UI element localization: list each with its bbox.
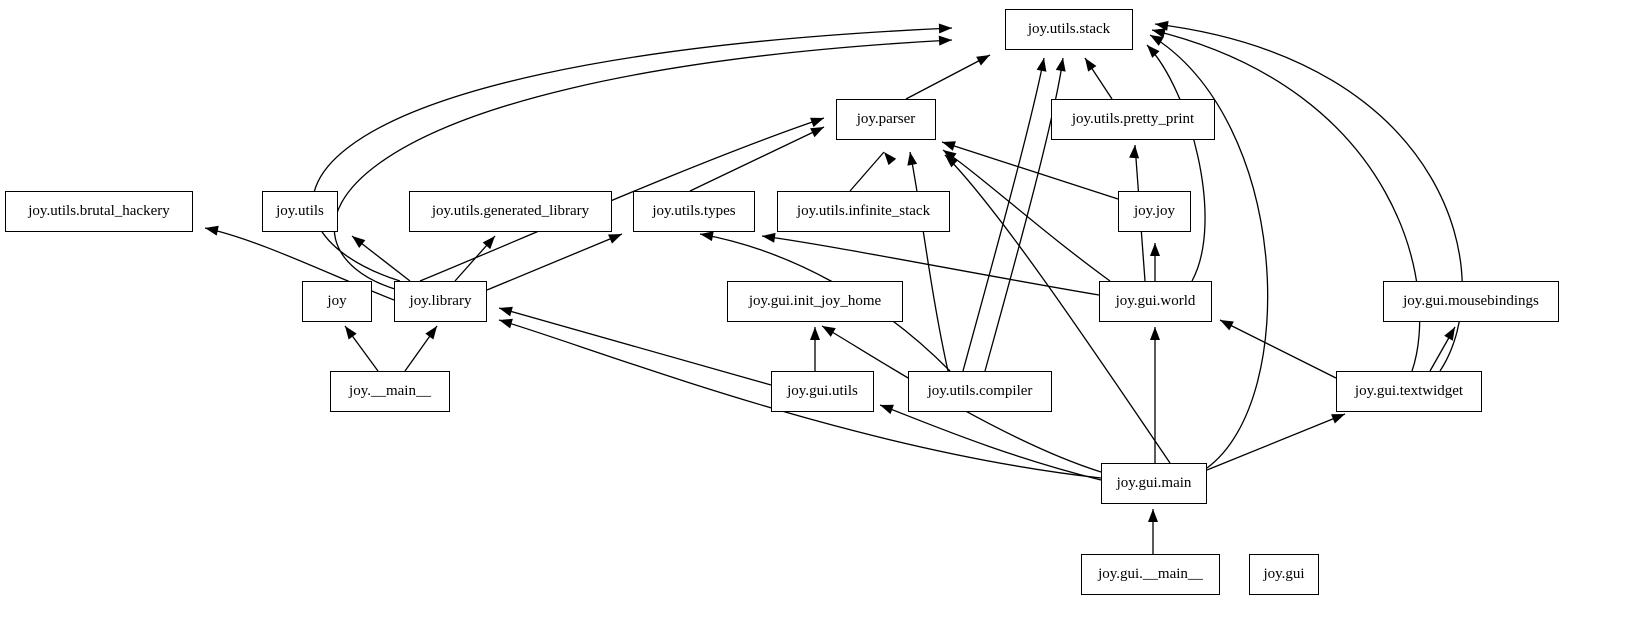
graph-node-joy-gui-mousebindings[interactable]: joy.gui.mousebindings — [1383, 281, 1559, 322]
graph-edge-arrowhead — [810, 327, 820, 340]
graph-node-joy-main[interactable]: joy.__main__ — [330, 371, 450, 412]
graph-node-joy-parser[interactable]: joy.parser — [836, 99, 936, 140]
graph-node-joy-gui-world[interactable]: joy.gui.world — [1099, 281, 1212, 322]
graph-edge-arrowhead — [1129, 145, 1140, 159]
graph-edge-arrowhead — [945, 155, 959, 168]
graph-node-label: joy.utils.brutal_hackery — [28, 203, 170, 219]
graph-edge-arrowhead — [822, 326, 836, 337]
graph-node-joy-gui-init-joy-home[interactable]: joy.gui.init_joy_home — [727, 281, 903, 322]
graph-edge-arrowhead — [1147, 45, 1160, 58]
graph-edge — [909, 151, 949, 372]
graph-edge-arrowhead — [482, 236, 495, 250]
graph-edge — [351, 235, 411, 282]
graph-edge-arrowhead — [1150, 243, 1160, 256]
graph-edge — [689, 126, 825, 192]
graph-node-label: joy.utils.types — [652, 203, 736, 219]
graph-node-label: joy.utils.infinite_stack — [796, 203, 931, 219]
graph-node-label: joy.gui.main — [1116, 475, 1192, 491]
graph-edge-arrowhead — [1148, 509, 1158, 522]
graph-node-label: joy.gui — [1263, 566, 1305, 582]
graph-node-joy-gui[interactable]: joy.gui — [1249, 554, 1319, 595]
graph-edge — [1146, 44, 1206, 282]
graph-node-joy-utils-generated-library[interactable]: joy.utils.generated_library — [409, 191, 612, 232]
graph-node-joy[interactable]: joy — [302, 281, 372, 322]
graph-node-joy-utils-pretty-print[interactable]: joy.utils.pretty_print — [1051, 99, 1215, 140]
graph-edge-arrowhead — [1220, 320, 1234, 331]
graph-edge-arrowhead — [1055, 58, 1066, 72]
graph-node-label: joy.gui.textwidget — [1354, 383, 1464, 399]
graph-edge-arrowhead — [499, 306, 513, 317]
graph-node-joy-utils-brutal-hackery[interactable]: joy.utils.brutal_hackery — [5, 191, 193, 232]
graph-node-joy-utils-types[interactable]: joy.utils.types — [633, 191, 755, 232]
graph-edge — [941, 141, 1119, 200]
graph-node-label: joy.gui.__main__ — [1098, 566, 1203, 582]
graph-node-label: joy.library — [409, 293, 472, 309]
graph-node-label: joy.gui.mousebindings — [1403, 293, 1539, 309]
graph-edge-arrowhead — [1155, 20, 1169, 31]
graph-node-label: joy.utils.compiler — [927, 383, 1033, 399]
graph-edge-arrowhead — [938, 23, 952, 34]
graph-node-joy-gui-main[interactable]: joy.gui.__main__ — [1081, 554, 1220, 595]
graph-node-label: joy.gui.init_joy_home — [748, 293, 882, 309]
graph-edge — [1084, 57, 1113, 100]
graph-edge — [486, 233, 623, 291]
graph-node-label: joy.utils.pretty_print — [1071, 111, 1195, 127]
graph-edge-arrowhead — [1085, 58, 1097, 72]
graph-edge-arrowhead — [352, 236, 366, 248]
graph-edge-arrowhead — [942, 141, 956, 151]
graph-edge — [1206, 413, 1346, 471]
graph-edge-arrowhead — [880, 404, 894, 415]
graph-node-label: joy.gui.world — [1115, 293, 1196, 309]
graph-edge — [454, 235, 496, 282]
graph-node-label: joy.utils — [276, 203, 324, 219]
graph-node-label: joy.__main__ — [349, 383, 431, 399]
graph-edge — [344, 325, 379, 372]
graph-node-label: joy.parser — [856, 111, 916, 127]
graph-edge-arrowhead — [884, 152, 897, 166]
graph-edge — [962, 57, 1045, 372]
graph-node-label: joy — [327, 293, 347, 309]
graph-edge-arrowhead — [1152, 28, 1166, 38]
graph-edge — [333, 39, 953, 291]
graph-edge — [312, 27, 953, 282]
graph-edge-arrowhead — [205, 225, 219, 236]
graph-edge — [942, 149, 1111, 282]
graph-edge-arrowhead — [1150, 327, 1160, 340]
graph-edge-arrowhead — [907, 152, 918, 166]
graph-node-joy-utils[interactable]: joy.utils — [262, 191, 338, 232]
graph-edge-arrowhead — [976, 55, 990, 66]
graph-edge-arrowhead — [425, 326, 437, 340]
graph-edge — [1429, 326, 1456, 372]
graph-node-joy-utils-stack[interactable]: joy.utils.stack — [1005, 9, 1133, 50]
graph-edge — [1219, 319, 1337, 379]
graph-edge — [849, 151, 885, 192]
graph-edge-arrowhead — [810, 127, 824, 138]
graph-edge-arrowhead — [810, 117, 824, 128]
graph-edge — [404, 325, 438, 372]
graph-edge-arrowhead — [943, 150, 957, 162]
graph-node-label: joy.utils.stack — [1027, 21, 1111, 37]
graph-node-joy-utils-compiler[interactable]: joy.utils.compiler — [908, 371, 1052, 412]
graph-edge — [879, 404, 1102, 481]
graph-edge-arrowhead — [345, 326, 357, 340]
graph-edge-arrowhead — [762, 232, 776, 243]
graph-edge-arrowhead — [1150, 35, 1164, 46]
graph-node-joy-gui-main[interactable]: joy.gui.main — [1101, 463, 1207, 504]
graph-edge-arrowhead — [1036, 58, 1047, 72]
graph-node-joy-utils-infinite-stack[interactable]: joy.utils.infinite_stack — [777, 191, 950, 232]
graph-edge — [905, 54, 991, 100]
graph-node-label: joy.joy — [1133, 203, 1176, 219]
graph-node-joy-joy[interactable]: joy.joy — [1118, 191, 1191, 232]
graph-node-joy-gui-textwidget[interactable]: joy.gui.textwidget — [1336, 371, 1482, 412]
graph-edge-arrowhead — [499, 318, 513, 329]
graph-node-joy-library[interactable]: joy.library — [394, 281, 487, 322]
graph-edge-arrowhead — [1444, 327, 1455, 341]
graph-node-label: joy.gui.utils — [787, 383, 858, 399]
graph-node-joy-gui-utils[interactable]: joy.gui.utils — [771, 371, 874, 412]
graph-edge-arrowhead — [938, 35, 952, 46]
graph-node-label: joy.utils.generated_library — [431, 203, 590, 219]
